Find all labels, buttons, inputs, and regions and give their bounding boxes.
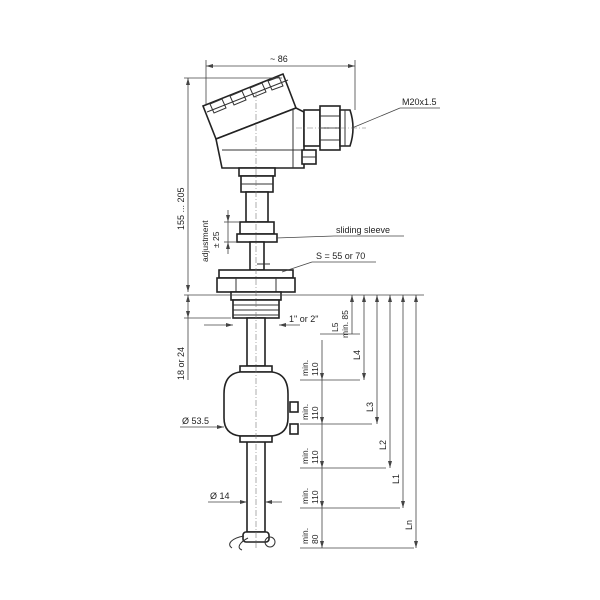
- center-lines: [255, 92, 366, 548]
- l3-label: L3: [365, 402, 375, 412]
- width-label: ~ 86: [270, 54, 288, 64]
- sliding-sleeve-label: sliding sleeve: [336, 225, 390, 235]
- tube-diameter-callout: Ø 14: [208, 491, 282, 504]
- float-diameter-callout: Ø 53.5: [180, 416, 224, 429]
- adjustment-word: adjustment: [200, 220, 210, 262]
- ln-label: Ln: [404, 520, 414, 530]
- seg3-value: 110: [310, 450, 320, 464]
- adjustment-value: ± 25: [211, 231, 221, 248]
- seg2-min: min.: [300, 404, 310, 420]
- seg4-value: 110: [310, 490, 320, 504]
- thread-label: 1" or 2": [289, 314, 318, 324]
- seg1-min: min.: [300, 360, 310, 376]
- neck-extension: [238, 167, 276, 223]
- dimension-thread: 1" or 2": [204, 314, 318, 327]
- dimension-adjustment: adjustment ± 25: [200, 210, 240, 262]
- dimension-levels: L4 L3 L2 L1 Ln: [352, 295, 418, 548]
- dimension-height: 155 ... 205: [176, 77, 282, 292]
- level-lines: [300, 379, 414, 549]
- connection-head: [201, 72, 305, 169]
- cable-gland: [301, 105, 354, 165]
- tube-diameter-label: Ø 14: [210, 491, 230, 501]
- l2-label: L2: [378, 440, 388, 450]
- wrench-size-label: S = 55 or 70: [316, 251, 365, 261]
- thread-length-label: 18 or 24: [176, 347, 186, 380]
- dimension-l5: L5 min. 85: [320, 295, 360, 338]
- sleeve-callout: sliding sleeve: [275, 225, 404, 239]
- l4-label: L4: [352, 350, 362, 360]
- dimension-width: ~ 86: [205, 54, 356, 110]
- l5-name: L5: [330, 322, 340, 332]
- l5-min: min. 85: [340, 310, 350, 338]
- seg1-value: 110: [310, 362, 320, 376]
- height-label: 155 ... 205: [176, 187, 186, 230]
- reference-lines: [184, 294, 424, 319]
- seg2-value: 110: [310, 406, 320, 420]
- seg5-value: 80: [310, 534, 320, 544]
- seg3-min: min.: [300, 448, 310, 464]
- sliding-sleeve: [236, 221, 278, 271]
- seg5-min: min.: [300, 528, 310, 544]
- dimension-thread-length: 18 or 24: [176, 295, 190, 380]
- seg4-min: min.: [300, 488, 310, 504]
- float: [223, 365, 299, 443]
- gland-callout: M20x1.5: [351, 97, 440, 129]
- segment-dimensions: min. 110 min. 110 min. 110 min. 110 min.…: [300, 340, 324, 548]
- l1-label: L1: [391, 474, 401, 484]
- float-diameter-label: Ø 53.5: [182, 416, 209, 426]
- wrench-callout: S = 55 or 70: [281, 251, 376, 273]
- cable-gland-label: M20x1.5: [402, 97, 437, 107]
